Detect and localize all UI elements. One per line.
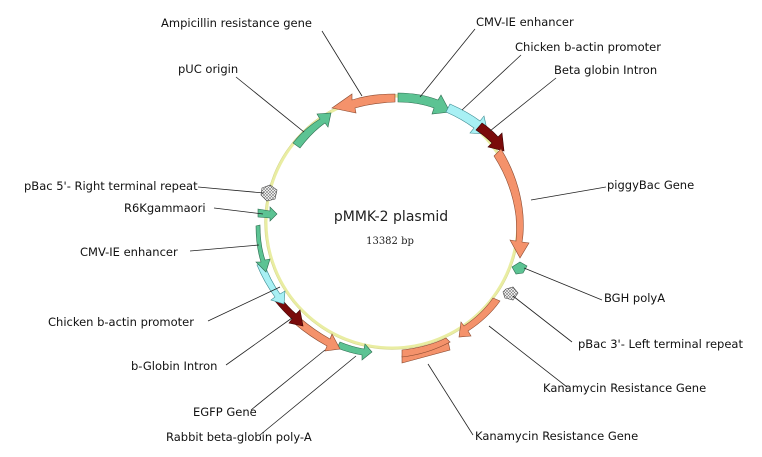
arrow-cmv-top: [397, 92, 451, 115]
label-pbac3: pBac 3'- Left terminal repeat: [578, 337, 743, 351]
arrow-bglobin-left: [274, 296, 304, 327]
label-pbac5: pBac 5'- Right terminal repeat: [24, 179, 198, 193]
label-puc: pUC origin: [178, 62, 238, 76]
arrow-kan-right: [458, 297, 501, 338]
arrow-cmv-left: [255, 224, 271, 273]
label-cmv-top: CMV-IE enhancer: [476, 15, 574, 29]
arrow-piggybac: [493, 148, 530, 259]
arrow-bglobin-top: [475, 122, 505, 152]
arrow-actin-top: [445, 103, 489, 135]
arrow-egfp: [294, 317, 341, 352]
arrow-rabbit-polya: [336, 341, 373, 361]
feature-arrows: [255, 92, 530, 364]
arrow-puc: [292, 112, 332, 149]
label-bgh: BGH polyA: [604, 291, 665, 305]
label-r6k: R6Kgammaori: [124, 201, 206, 215]
feature-labels: Ampicillin resistance gene CMV-IE enhanc…: [24, 15, 743, 444]
label-egfp: EGFP Gene: [193, 405, 257, 419]
label-rabbit-polya: Rabbit beta-globin poly-A: [166, 430, 312, 444]
label-kan-bottom: Kanamycin Resistance Gene: [475, 429, 638, 443]
leader-lines: [189, 28, 607, 436]
arrow-ampicillin: [331, 93, 396, 114]
label-actin-left: Chicken b-actin promoter: [48, 315, 194, 329]
marker-pbac5: [260, 184, 278, 202]
label-cmv-left: CMV-IE enhancer: [80, 245, 178, 259]
arrow-actin-left: [256, 262, 286, 305]
label-ampicillin: Ampicillin resistance gene: [161, 16, 312, 30]
arrow-r6k: [257, 206, 278, 222]
label-kan-right: Kanamycin Resistance Gene: [543, 381, 706, 395]
label-actin-top: Chicken b-actin promoter: [515, 40, 661, 54]
label-bglobin-top: Beta globin Intron: [554, 63, 657, 77]
arrow-bgh: [511, 261, 528, 275]
plasmid-size: 13382 bp: [366, 236, 414, 247]
label-piggybac: piggyBac Gene: [607, 178, 694, 192]
label-bglobin-left: b-Globin Intron: [131, 359, 217, 373]
plasmid-name: pMMK-2 plasmid: [334, 209, 448, 225]
